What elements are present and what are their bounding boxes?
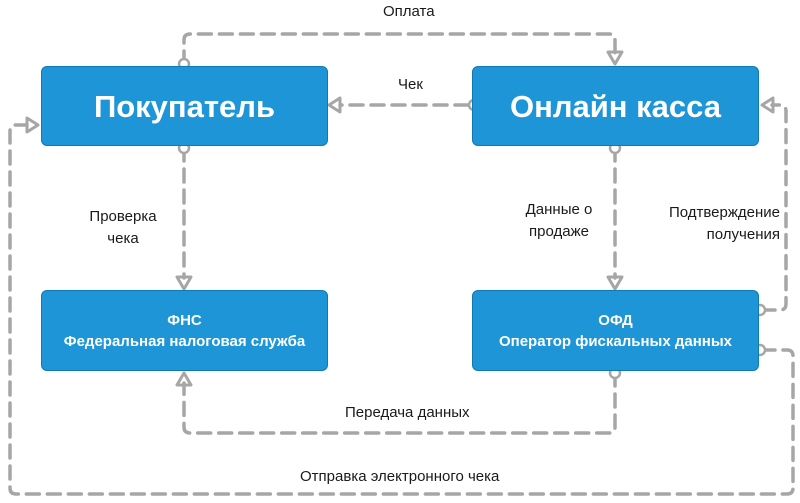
check-label-line1: Проверка [89,208,157,225]
e-receipt-connector [8,123,795,496]
arrowhead-icon [760,96,775,114]
arrowhead-icon [327,96,342,114]
transfer-label: Передача данных [345,404,470,421]
sale-data-label-line1: Данные о [525,201,593,218]
check-label: Проверка чека [78,206,168,250]
payment-label: Оплата [383,3,435,20]
ofd-box: ОФД Оператор фискальных данных [472,290,759,371]
arrowhead-icon [175,275,193,291]
confirmation-label: Подтверждение получения [640,202,780,246]
buyer-title: Покупатель [93,88,276,124]
arrowhead-icon [175,371,193,387]
buyer-box: Покупатель [41,66,328,146]
ofd-title: ОФД [598,311,633,329]
confirmation-label-line1: Подтверждение [668,204,780,221]
online-cashbox-box: Онлайн касса [472,66,759,146]
fns-box: ФНС Федеральная налоговая служба [41,290,328,371]
transfer-connector [182,371,617,435]
payment-connector [182,32,617,66]
e-receipt-label: Отправка электронного чека [300,468,500,485]
confirmation-label-line2: получения [706,226,780,243]
ofd-subtitle: Оператор фискальных данных [498,332,733,350]
arrowhead-icon [25,116,40,134]
sale-data-label-line2: продаже [529,223,589,240]
confirmation-connector [760,103,788,312]
fns-title: ФНС [167,311,202,329]
sale-data-label: Данные о продаже [514,199,604,243]
arrowhead-icon [606,275,624,291]
cashbox-title: Онлайн касса [509,88,722,124]
receipt-label: Чек [398,76,423,93]
arrowhead-icon [606,50,624,66]
check-label-line2: чека [107,230,139,247]
fns-subtitle: Федеральная налоговая служба [63,332,306,350]
